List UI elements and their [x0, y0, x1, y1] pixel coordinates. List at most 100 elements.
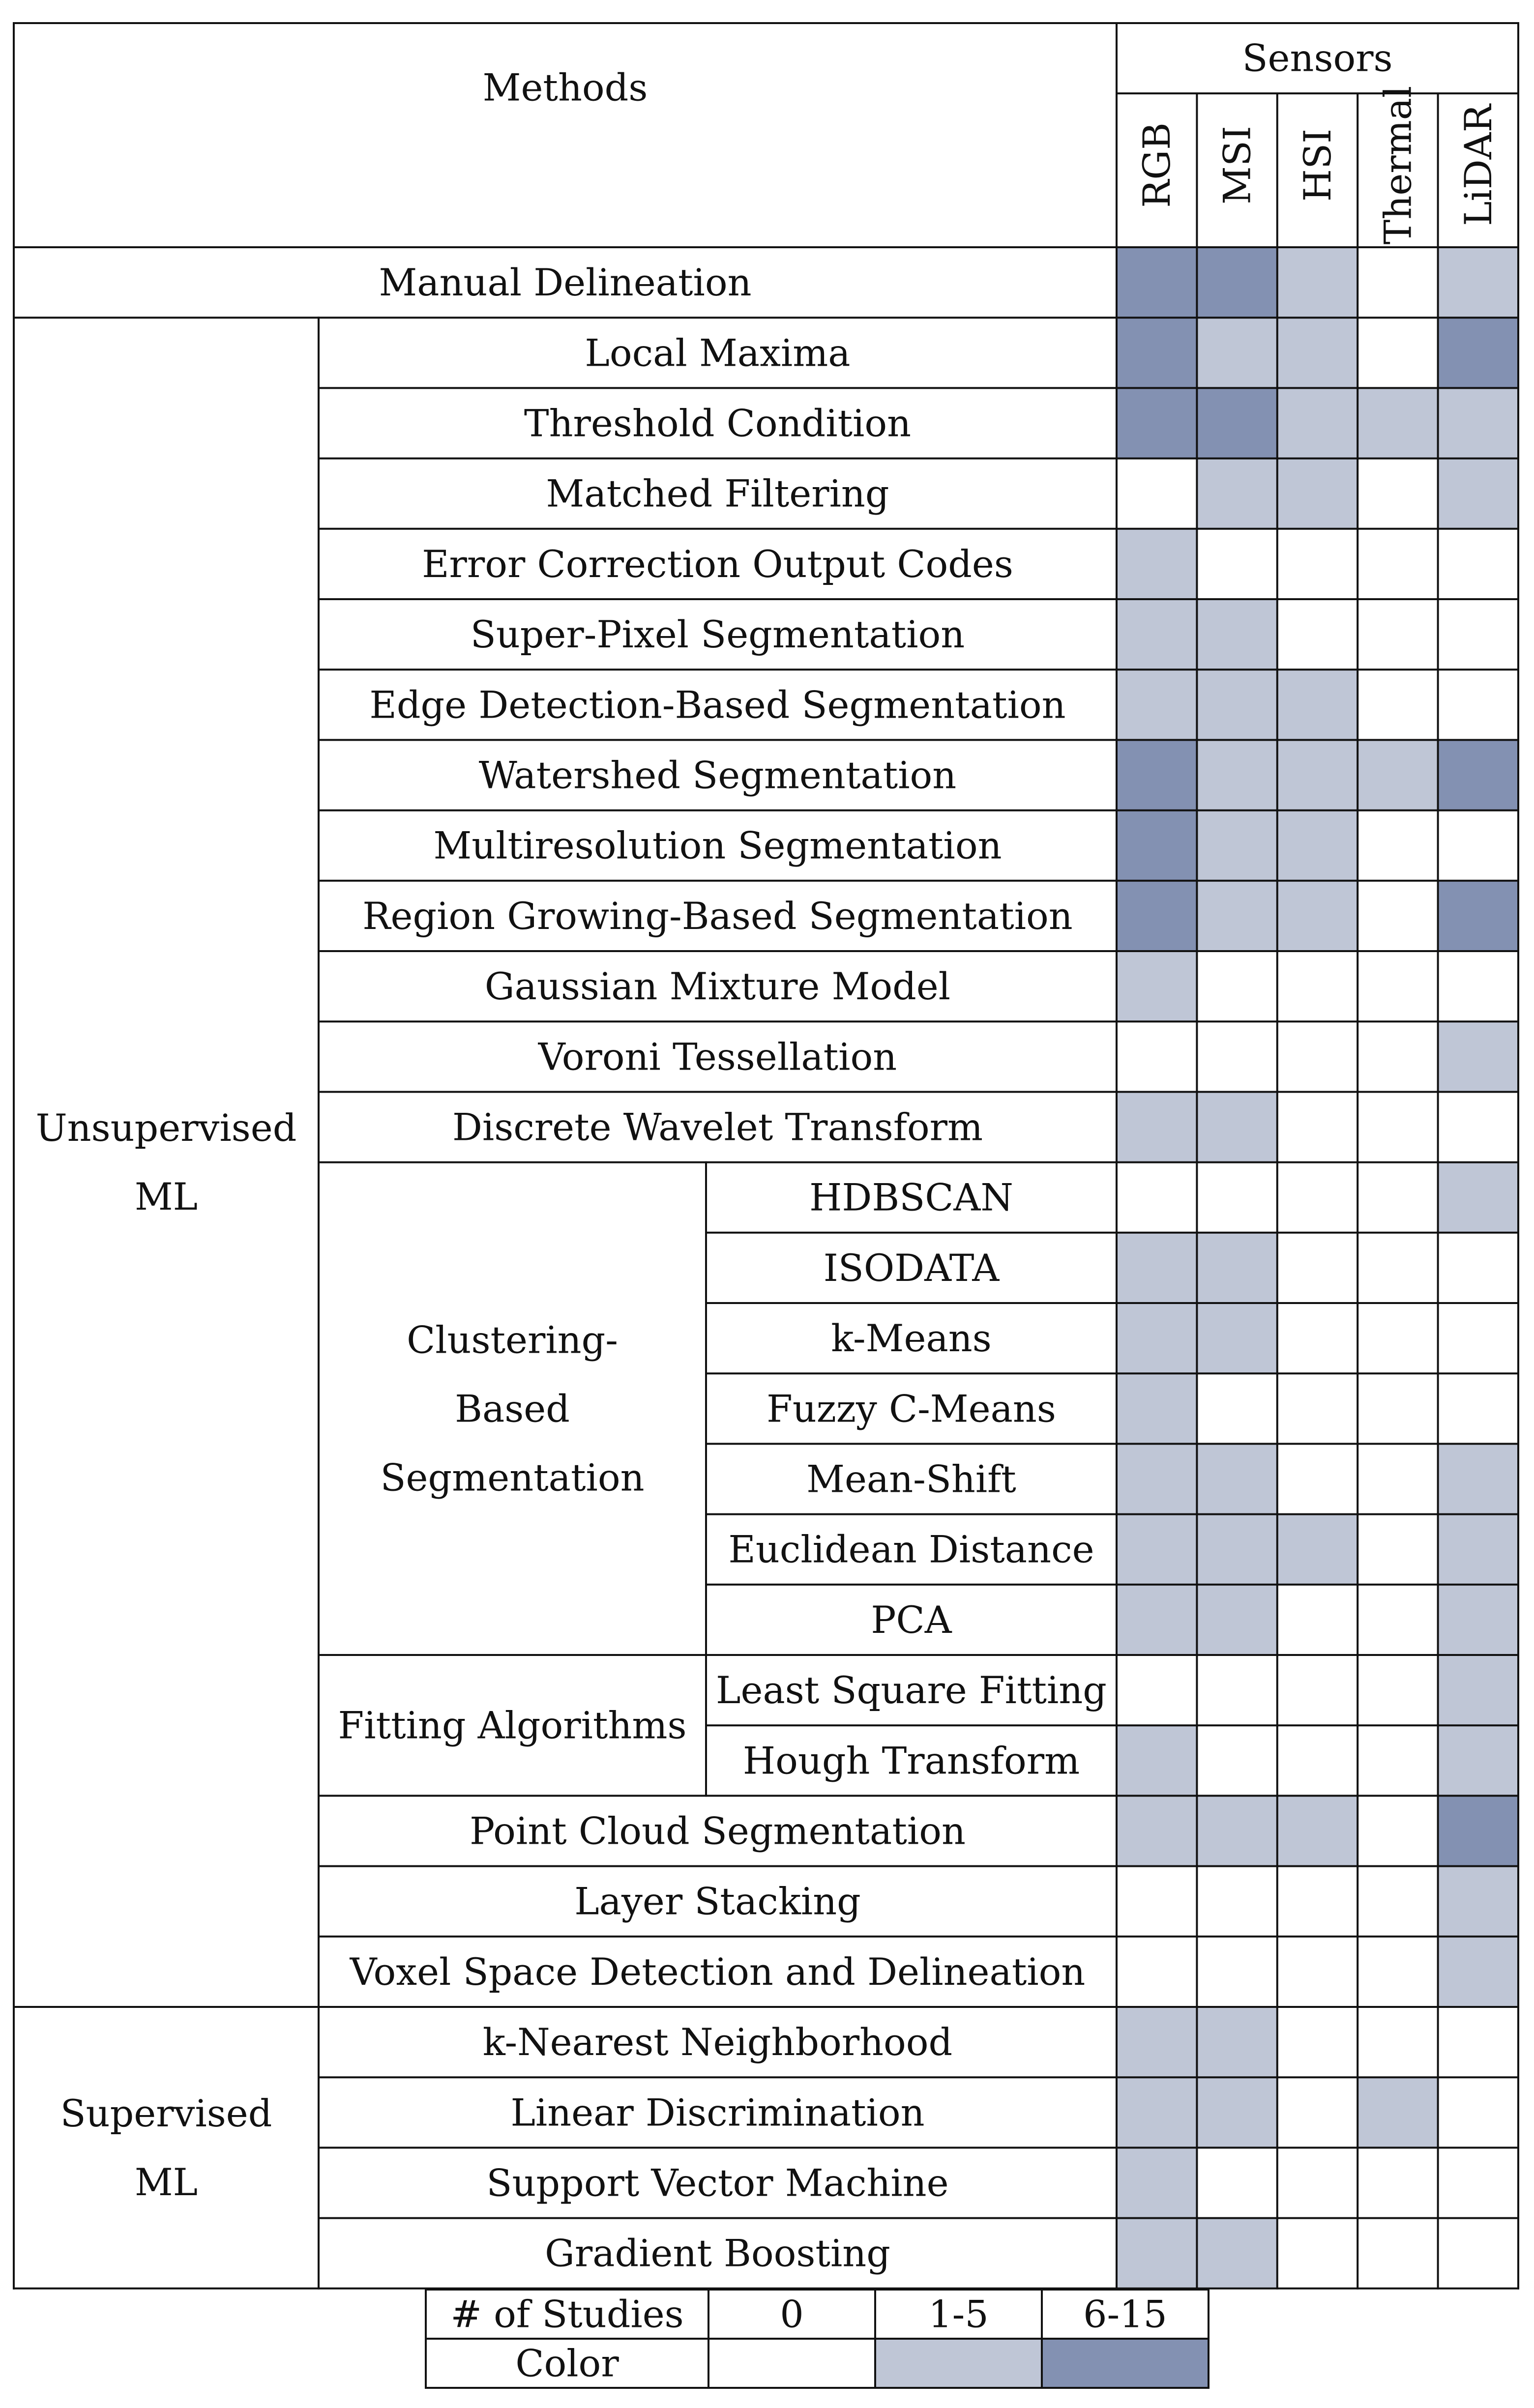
subgroup-label: Based — [455, 1387, 570, 1430]
sensor-cell-lidar — [1438, 1655, 1518, 1726]
legend-bin-label: 0 — [780, 2292, 803, 2336]
sensor-cell-lidar — [1438, 740, 1518, 811]
method-label: k-Means — [831, 1316, 991, 1360]
method-label: Gradient Boosting — [545, 2232, 890, 2275]
sensor-cell-thermal — [1357, 740, 1438, 811]
sensor-cell-msi — [1197, 669, 1277, 740]
group-label: Unsupervised — [36, 1106, 297, 1150]
sensor-cell-msi — [1197, 388, 1277, 459]
method-label: ISODATA — [824, 1246, 1000, 1290]
method-label: Voroni Tessellation — [538, 1035, 897, 1078]
method-label: Least Square Fitting — [716, 1668, 1107, 1712]
sensor-cell-rgb — [1117, 2218, 1197, 2289]
sensor-cell-lidar — [1438, 388, 1518, 459]
sensor-cell-msi — [1197, 247, 1277, 318]
sensor-cell-rgb — [1117, 599, 1197, 670]
sensor-cell-msi — [1197, 880, 1277, 951]
method-label: Matched Filtering — [546, 472, 889, 516]
sensor-cell-rgb — [1117, 740, 1197, 811]
sensor-cell-msi — [1197, 1303, 1277, 1374]
sensor-cell-msi — [1197, 1796, 1277, 1866]
sensor-cell-rgb — [1117, 1725, 1197, 1796]
method-label: Gaussian Mixture Model — [485, 964, 950, 1008]
sensor-cell-lidar — [1438, 1162, 1518, 1233]
sensor-cell-msi — [1197, 1092, 1277, 1162]
header-sensor-rgb: RGB — [1135, 122, 1179, 208]
group-label: ML — [135, 2160, 198, 2204]
sensor-cell-rgb — [1117, 1092, 1197, 1162]
sensor-cell-hsi — [1277, 1796, 1358, 1866]
sensor-cell-msi — [1197, 1514, 1277, 1585]
sensor-cell-lidar — [1438, 1584, 1518, 1655]
method-label: Support Vector Machine — [486, 2161, 948, 2205]
method-label: Layer Stacking — [574, 1880, 861, 1923]
sensor-cell-lidar — [1438, 247, 1518, 318]
sensor-cell-rgb — [1117, 318, 1197, 388]
group-label: ML — [135, 1175, 198, 1219]
legend-bin-label: 1-5 — [928, 2292, 988, 2336]
sensor-cell-msi — [1197, 2077, 1277, 2148]
sensor-cell-msi — [1197, 318, 1277, 388]
header-sensors: Sensors — [1242, 36, 1392, 80]
sensor-cell-msi — [1197, 2218, 1277, 2289]
sensor-cell-rgb — [1117, 2007, 1197, 2078]
legend-swatch — [875, 2339, 1042, 2388]
method-label: Discrete Wavelet Transform — [452, 1105, 983, 1149]
sensor-cell-rgb — [1117, 528, 1197, 599]
sensor-cell-msi — [1197, 1232, 1277, 1303]
sensor-cell-rgb — [1117, 810, 1197, 881]
cell-fills — [875, 247, 1518, 2388]
method-label: Local Maxima — [585, 331, 850, 375]
sensor-cell-thermal — [1357, 2077, 1438, 2148]
method-label: Super-Pixel Segmentation — [471, 612, 965, 656]
sensor-cell-msi — [1197, 740, 1277, 811]
subgroup-label: Fitting Algorithms — [338, 1704, 687, 1747]
method-label: Fuzzy C-Means — [767, 1387, 1056, 1430]
sensor-cell-msi — [1197, 458, 1277, 529]
sensor-cell-msi — [1197, 1444, 1277, 1514]
subgroup-label: Segmentation — [380, 1455, 644, 1499]
sensor-cell-lidar — [1438, 1796, 1518, 1866]
sensor-cell-thermal — [1357, 388, 1438, 459]
sensor-cell-rgb — [1117, 880, 1197, 951]
sensor-cell-hsi — [1277, 1514, 1358, 1585]
legend-swatch — [1042, 2339, 1209, 2388]
sensor-cell-lidar — [1438, 1021, 1518, 1092]
sensor-cell-lidar — [1438, 880, 1518, 951]
sensor-cell-hsi — [1277, 388, 1358, 459]
header-sensor-thermal: Thermal — [1376, 86, 1419, 245]
method-label: Region Growing-Based Segmentation — [362, 894, 1072, 938]
legend-studies-label: # of Studies — [450, 2292, 683, 2336]
method-label: Error Correction Output Codes — [422, 542, 1013, 586]
sensor-cell-lidar — [1438, 1725, 1518, 1796]
legend-color-label: Color — [515, 2342, 619, 2385]
method-label: Mean-Shift — [806, 1457, 1016, 1501]
sensor-cell-rgb — [1117, 1444, 1197, 1514]
method-label: Threshold Condition — [524, 402, 911, 445]
method-label: k-Nearest Neighborhood — [483, 2020, 952, 2064]
method-label: PCA — [871, 1598, 952, 1642]
subgroup-label: Clustering- — [407, 1318, 618, 1362]
sensor-cell-rgb — [1117, 1373, 1197, 1444]
method-label: Hough Transform — [743, 1739, 1080, 1782]
method-label: HDBSCAN — [809, 1176, 1013, 1219]
sensor-cell-rgb — [1117, 247, 1197, 318]
sensor-cell-lidar — [1438, 1444, 1518, 1514]
header-sensor-hsi: HSI — [1296, 129, 1339, 202]
sensor-cell-lidar — [1438, 1936, 1518, 2007]
sensor-cell-hsi — [1277, 880, 1358, 951]
method-label: Watershed Segmentation — [479, 754, 957, 797]
sensor-cell-rgb — [1117, 669, 1197, 740]
legend-bin-label: 6-15 — [1083, 2292, 1167, 2336]
header-sensor-lidar: LiDAR — [1456, 103, 1500, 226]
sensor-cell-hsi — [1277, 669, 1358, 740]
sensor-cell-rgb — [1117, 1232, 1197, 1303]
method-label: Euclidean Distance — [728, 1528, 1094, 1571]
sensor-cell-msi — [1197, 2007, 1277, 2078]
sensor-cell-rgb — [1117, 2147, 1197, 2218]
sensor-cell-rgb — [1117, 1796, 1197, 1866]
sensor-cell-rgb — [1117, 1514, 1197, 1585]
header-sensor-msi: MSI — [1215, 126, 1259, 204]
